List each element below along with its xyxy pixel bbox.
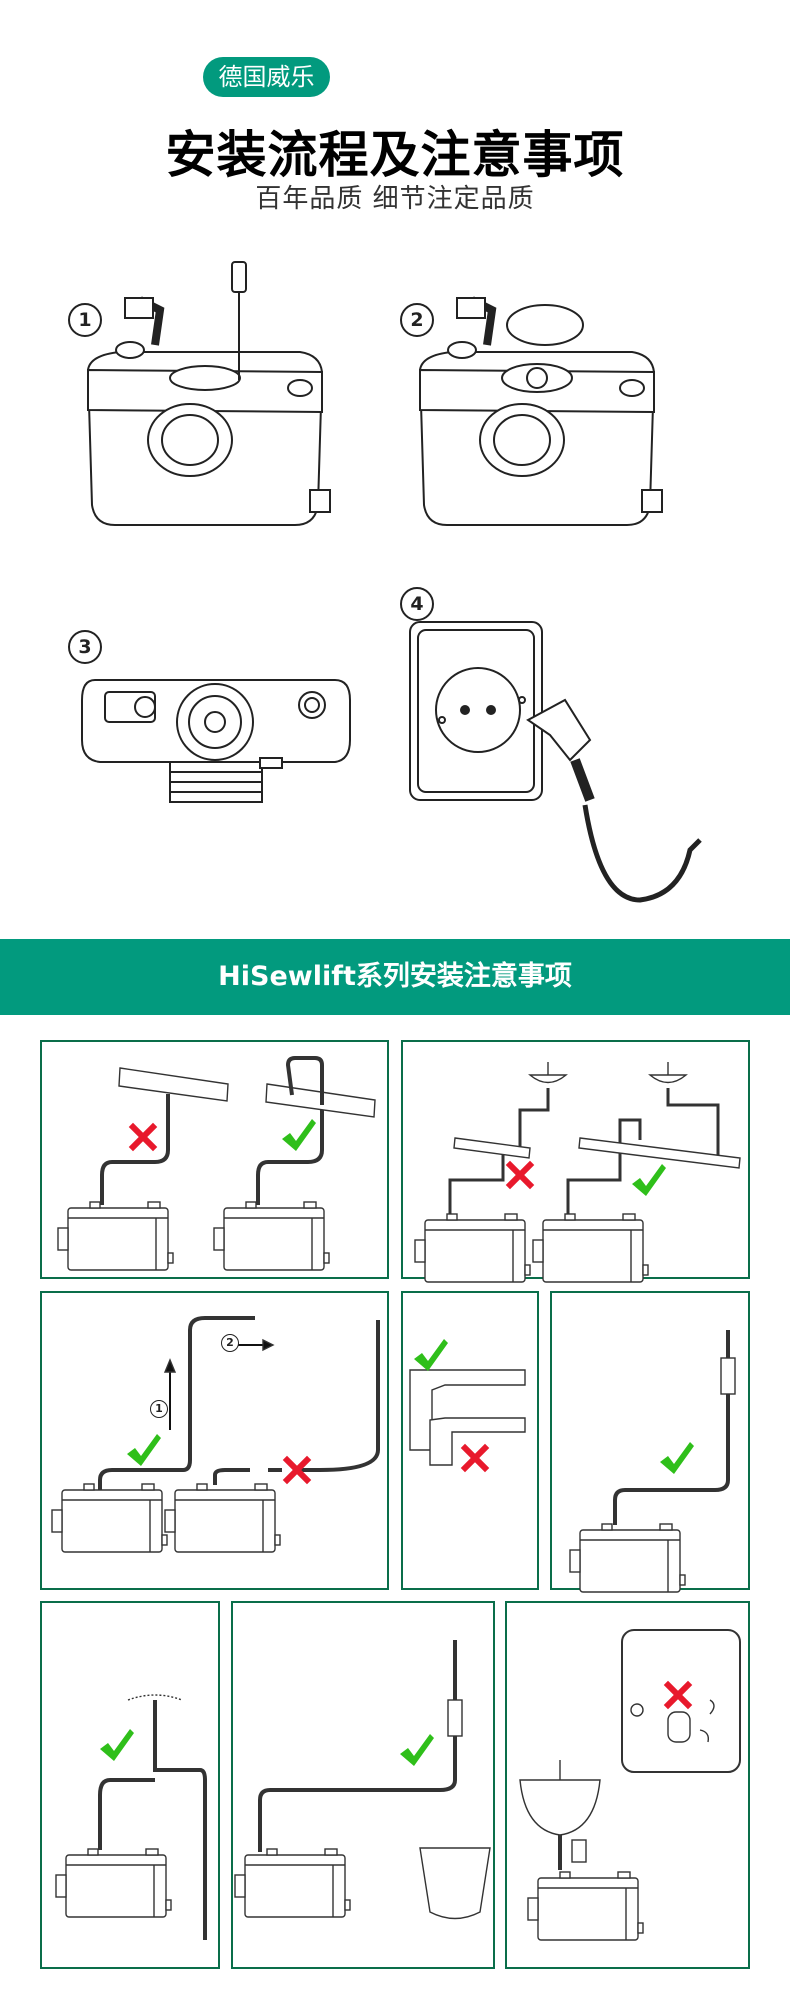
panel-e-drawing [569,1330,736,1593]
panel-d-drawing [409,1369,526,1466]
brand-pill: 德国威乐 [203,57,330,97]
page-title: 安装流程及注意事项 [165,126,625,184]
notes-banner: HiSewlift系列安装注意事项 [0,939,790,1015]
step4-illustration [409,621,702,903]
marker-1: 1 [150,1400,168,1418]
step1-illustration [86,261,331,526]
marker-2: 2 [221,1334,239,1352]
step-number-3: 3 [68,630,102,664]
step-number-2: 2 [400,303,434,337]
panel-a-drawing [57,1056,376,1271]
step3-illustration [81,679,351,803]
panel-c-drawing [51,1316,380,1553]
step-number-1: 1 [68,303,102,337]
panel-b-drawing [414,1062,741,1283]
panel-g-drawing [234,1640,491,1920]
panel-f-drawing [55,1694,207,1940]
panel-h-drawing [519,1629,741,1941]
step2-illustration [418,296,663,526]
page-subtitle: 百年品质 细节注定品质 [255,184,535,214]
step-number-4: 4 [400,587,434,621]
